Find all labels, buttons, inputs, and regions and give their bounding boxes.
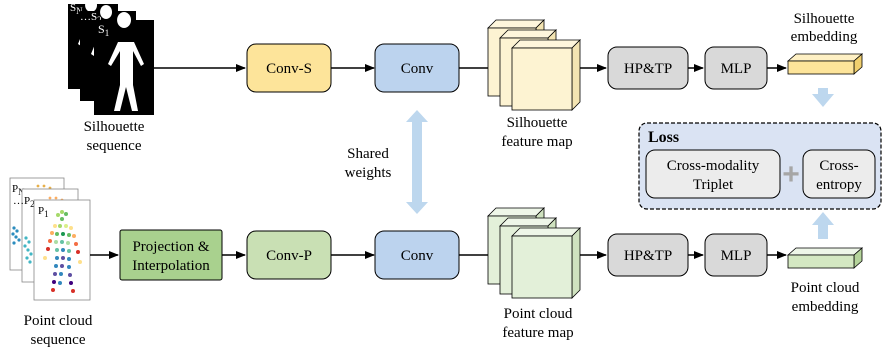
- silhouette-sequence-label-2: sequence: [87, 138, 142, 154]
- pointcloud-sequence-label-1: Point cloud: [24, 313, 93, 329]
- hptp-bottom-label: HP&TP: [624, 248, 672, 264]
- hptp-bottom-block: HP&TP: [607, 233, 689, 277]
- cross-entropy-label-2: entropy: [816, 177, 862, 193]
- hptp-top-block: HP&TP: [607, 46, 689, 90]
- projection-interpolation-block: Projection & Interpolation: [119, 229, 223, 281]
- cross-entropy-block: Cross- entropy: [802, 149, 876, 199]
- silhouette-feature-label-2: feature map: [501, 134, 572, 150]
- arrow-silembed-to-loss: [812, 88, 834, 107]
- triplet-loss-block: Cross-modality Triplet: [645, 149, 781, 199]
- triplet-label-2: Triplet: [693, 177, 734, 193]
- mlp-top-label: MLP: [721, 61, 752, 77]
- mlp-bottom-block: MLP: [704, 233, 768, 277]
- conv-s-label: Conv-S: [266, 61, 312, 77]
- pointcloud-sequence-stack: PN …P2: [9, 177, 91, 301]
- pointcloud-embedding-label-2: embedding: [792, 299, 859, 315]
- silhouette-feature-label-1: Silhouette: [507, 115, 568, 131]
- conv-top-label: Conv: [401, 61, 434, 77]
- pointcloud-sequence-label-2: sequence: [31, 332, 86, 348]
- loss-box: Loss Cross-modality Triplet + Cross- ent…: [638, 122, 882, 210]
- plus-sign: +: [782, 158, 800, 191]
- silhouette-sequence-label-1: Silhouette: [84, 119, 145, 135]
- conv-top-block: Conv: [374, 43, 460, 93]
- shared-weights-label-2: weights: [345, 165, 392, 181]
- projection-label-2: Interpolation: [132, 258, 210, 274]
- projection-label-1: Projection &: [132, 239, 209, 255]
- silhouette-embedding-label-1: Silhouette: [794, 11, 855, 27]
- silhouette-frame-1: S1: [94, 12, 154, 115]
- mlp-top-block: MLP: [704, 46, 768, 90]
- silhouette-embedding-label-2: embedding: [791, 29, 858, 45]
- pointcloud-embedding: [786, 247, 864, 269]
- svg-text:P1: P1: [38, 205, 49, 219]
- cross-entropy-label-1: Cross-: [819, 158, 858, 174]
- mlp-bottom-label: MLP: [721, 248, 752, 264]
- pointcloud-feature-label-2: feature map: [502, 325, 573, 341]
- silhouette-embedding: [786, 53, 864, 75]
- pointcloud-feature-map: [487, 207, 581, 299]
- silhouette-sequence-stack: SN …S2 S1: [68, 0, 154, 115]
- silhouette-feature-map: [487, 19, 581, 111]
- conv-bottom-label: Conv: [401, 248, 434, 264]
- svg-text:…P2: …P2: [13, 195, 35, 209]
- shared-weights-arrow: [406, 110, 428, 214]
- svg-text:SN: SN: [70, 2, 83, 16]
- triplet-label-1: Cross-modality: [667, 158, 760, 174]
- conv-s-block: Conv-S: [246, 43, 332, 93]
- pointcloud-embedding-label-1: Point cloud: [791, 280, 860, 296]
- hptp-top-label: HP&TP: [624, 61, 672, 77]
- loss-title: Loss: [648, 129, 679, 146]
- arrow-pcembed-to-loss: [812, 212, 834, 239]
- svg-text:S1: S1: [98, 22, 109, 38]
- conv-bottom-block: Conv: [374, 230, 460, 280]
- pointcloud-feature-label-1: Point cloud: [504, 306, 573, 322]
- shared-weights-label-1: Shared: [347, 146, 389, 162]
- pointcloud-frame-1: P1: [33, 199, 91, 301]
- conv-p-block: Conv-P: [246, 230, 332, 280]
- conv-p-label: Conv-P: [266, 248, 312, 264]
